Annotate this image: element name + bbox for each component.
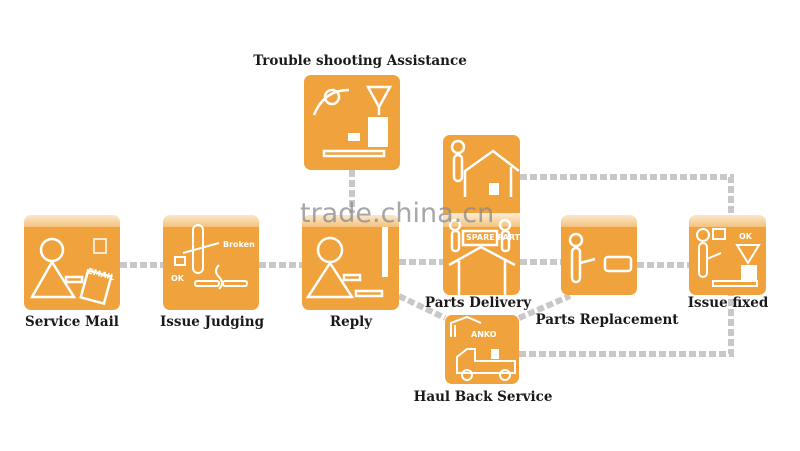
issue-fixed-box: OK — [689, 215, 766, 295]
machine-assist-icon — [312, 85, 393, 158]
troubleshooting-box — [304, 75, 400, 170]
truck-icon: ANKO — [450, 315, 516, 381]
broken-part-icon: Broken OK — [171, 224, 255, 290]
watermark-band — [0, 213, 800, 227]
anko-text: ANKO — [471, 330, 497, 339]
label-service-mail: Service Mail — [25, 314, 119, 330]
parts-replacement-box — [561, 215, 637, 295]
broken-text: Broken — [223, 240, 255, 249]
label-parts-replacement: Parts Replacement — [535, 312, 679, 328]
reply-box — [302, 215, 399, 310]
label-haul-back: Haul Back Service — [413, 389, 553, 405]
spare-parts-text: SPARE PARTS — [466, 233, 520, 242]
label-issue-judging: Issue Judging — [159, 314, 265, 330]
fixed-ok-text: OK — [739, 232, 753, 241]
haul-back-box: ANKO — [445, 315, 519, 384]
issue-judging-box: Broken OK — [163, 215, 259, 310]
label-issue-fixed: Issue fixed — [687, 295, 769, 311]
connector-haulback-replacement — [517, 293, 572, 321]
label-parts-delivery: Parts Delivery — [424, 295, 532, 311]
email-text: EMAIL — [87, 266, 116, 282]
person-part-icon — [568, 232, 633, 284]
person-email-icon: EMAIL — [29, 237, 116, 306]
label-reply: Reply — [329, 314, 373, 330]
connector-delivery-fixed — [520, 174, 734, 215]
watermark: trade.china.cn — [300, 198, 495, 229]
service-mail-box: EMAIL — [24, 215, 120, 310]
ok-text: OK — [171, 274, 185, 283]
connector-reply-haulback — [397, 293, 447, 321]
connector-haulback-fixed — [519, 295, 734, 357]
person-computer-icon — [305, 227, 388, 299]
fixed-machine-icon: OK — [696, 228, 761, 287]
label-troubleshooting: Trouble shooting Assistance — [253, 53, 467, 69]
